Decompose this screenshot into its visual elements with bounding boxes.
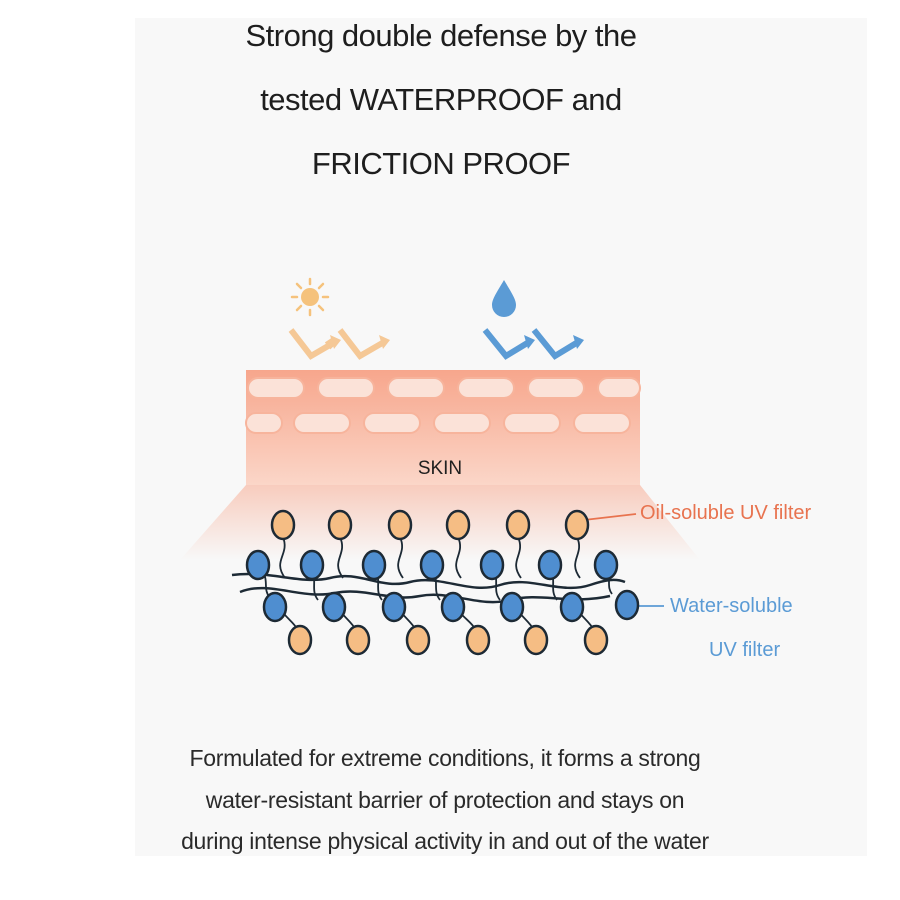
headline-line-3: FRICTION PROOF [311, 146, 571, 181]
sun-icon [290, 277, 330, 317]
water-drop-icon [492, 280, 516, 317]
description-line-2: water-resistant barrier of protection an… [205, 787, 685, 813]
oil-soluble-molecules [270, 509, 609, 656]
description-line-3: during intense physical activity in and … [181, 828, 709, 854]
headline-line-2: tested WATERPROOF and [260, 82, 622, 117]
water-soluble-molecules [245, 549, 640, 623]
water-soluble-label-line-2: UV filter [709, 639, 780, 661]
headline-line-1: Strong double defense by the [245, 18, 637, 53]
water-arrows [482, 328, 580, 360]
skin-label: SKIN [418, 458, 462, 479]
oil-soluble-label: Oil-soluble UV filter [640, 502, 812, 524]
skin-layer [245, 370, 641, 485]
water-soluble-label-line-1: Water-soluble [670, 595, 793, 617]
description-line-1: Formulated for extreme conditions, it fo… [189, 745, 701, 771]
magnify-beam [180, 485, 700, 560]
